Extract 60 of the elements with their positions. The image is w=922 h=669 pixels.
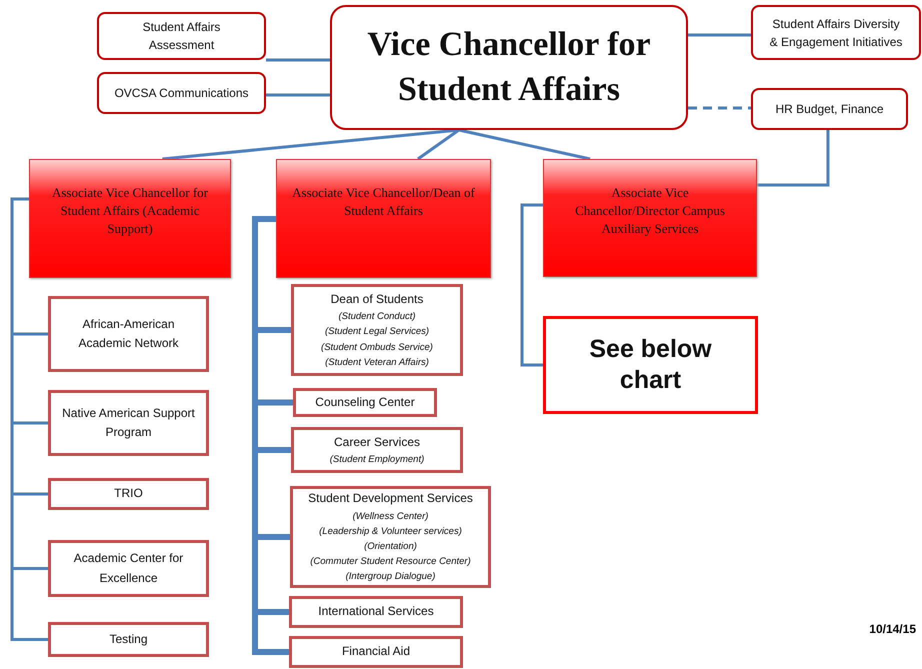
unit-detail: (Student Conduct) (338, 310, 416, 324)
connector-line (458, 128, 590, 160)
connector-line (688, 34, 751, 36)
unit-title: Dean of Students (330, 291, 424, 308)
unit-title: Testing (109, 630, 148, 648)
unit-detail: (Student Legal Services) (324, 325, 430, 340)
unit-detail: (Intergroup Dialogue) (346, 570, 436, 584)
unit-title: Counseling Center (315, 394, 415, 411)
connector-line (688, 106, 751, 110)
unit-detail: (Leadership & Volunteer services) (319, 524, 462, 539)
connector-line (266, 94, 330, 96)
office-box (751, 5, 921, 60)
unit-detail: (Student Employment) (330, 453, 424, 467)
unit-title: Student Affairs Assessment (142, 19, 222, 54)
unit-title: Associate Vice Chancellor/Director Campus Auxiliary Services (574, 184, 726, 238)
connector-line (757, 130, 830, 186)
unit-box (289, 596, 463, 628)
unit-title: Associate Vice Chancellor/Dean of Student Affairs (291, 184, 476, 220)
connector-line (266, 58, 330, 62)
unit-detail: (Wellness Center) (352, 510, 428, 524)
note-box (543, 316, 758, 414)
unit-title: Career Services (334, 434, 420, 451)
unit-title: HR Budget, Finance (775, 101, 884, 118)
connector-line (417, 128, 460, 160)
unit-title: International Services (318, 603, 434, 620)
unit-title: Vice Chancellor for Student Affairs (366, 25, 652, 110)
connector-line (520, 204, 543, 366)
division-box (276, 159, 491, 278)
unit-detail: (Student Veteran Affairs) (325, 356, 429, 370)
office-box (97, 72, 266, 114)
office-box (97, 12, 266, 60)
office-box (751, 88, 908, 130)
unit-detail: (Orientation) (364, 540, 417, 554)
unit-title: Associate Vice Chancellor for Student Affairs (Academic Support) (50, 184, 209, 238)
unit-box (48, 622, 209, 657)
unit-title: African-American Academic Network (77, 316, 180, 352)
unit-title: Academic Center for Excellence (72, 550, 184, 586)
unit-title: Financial Aid (342, 643, 410, 660)
unit-box (293, 388, 437, 417)
unit-box (291, 284, 463, 376)
unit-detail: (Student Ombuds Service) (321, 340, 433, 355)
unit-detail: (Commuter Student Resource Center) (310, 555, 471, 570)
unit-title: Student Affairs Diversity & Engagement Initiatives (768, 16, 904, 50)
unit-box (291, 427, 463, 473)
unit-box (48, 390, 209, 456)
division-box (543, 159, 757, 277)
unit-box (289, 636, 463, 668)
unit-box (48, 540, 209, 597)
division-box (29, 159, 231, 278)
unit-box (290, 486, 491, 588)
unit-title: TRIO (114, 485, 143, 502)
unit-title: See below chart (588, 334, 713, 396)
connector-line (10, 198, 48, 641)
unit-box (48, 478, 209, 510)
leader-box (330, 5, 688, 130)
unit-title: Student Development Services (308, 490, 473, 508)
date-label: 10/14/15 (869, 622, 916, 636)
unit-title: OVCSA Communications (114, 85, 249, 102)
unit-title: Native American Support Program (61, 404, 196, 441)
unit-box (48, 296, 209, 372)
